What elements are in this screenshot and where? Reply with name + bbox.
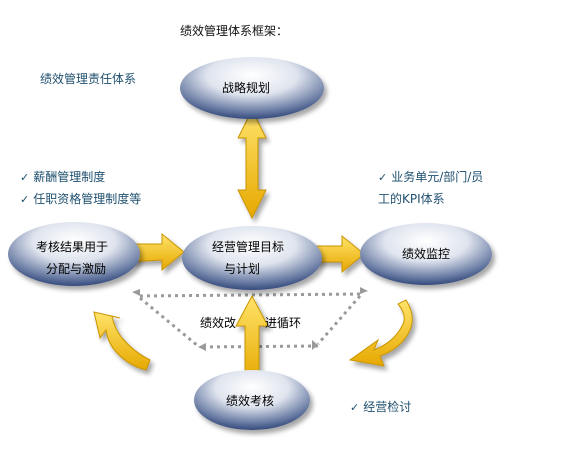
loop-label-left: 绩效改 [200,316,237,330]
monitor-node[interactable] [360,223,492,285]
assessment-node-label: 绩效考核 [226,394,275,408]
assessment-to-target-arrow [235,294,269,383]
strategy-target-double-arrow [237,108,267,220]
check-icon: ✓ [350,401,360,414]
check-icon: ✓ [20,193,30,206]
right-checklist-item-continued: 工的KPI体系 [378,192,445,206]
diagram-title: 绩效管理体系框架： [180,24,289,38]
loop-label-right: 进循环 [265,316,302,330]
assessment-node[interactable] [194,370,310,430]
strategy-node[interactable] [180,57,324,119]
improvement-loop [132,287,368,351]
strategy-node-label: 战略规划 [222,81,271,95]
review-to-results-arrow [93,311,151,371]
target-node-label-line2: 与计划 [224,262,261,276]
review-label: ✓经营检讨 [350,400,412,414]
right-checklist-item: ✓业务单元/部门/员 [378,170,484,184]
target-node-label-line1: 经营管理目标 [212,240,285,254]
monitor-to-assessment-arrow [348,299,413,367]
results-node[interactable] [8,222,140,286]
results-node-label-line1: 考核结果用于 [36,240,109,254]
results-node-label-line2: 分配与激励 [46,262,107,276]
left-checklist-item: ✓任职资格管理制度等 [20,192,142,206]
check-icon: ✓ [378,171,388,184]
left-checklist-item: ✓薪酬管理制度 [20,170,106,184]
check-icon: ✓ [20,171,30,184]
monitor-node-label: 绩效监控 [402,247,451,261]
responsibility-label: 绩效管理责任体系 [40,72,137,86]
target-node[interactable] [182,226,322,290]
